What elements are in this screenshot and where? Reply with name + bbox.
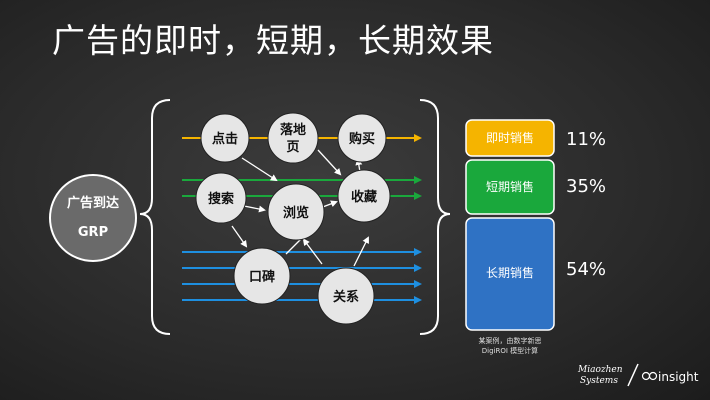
slide-title: 广告的即时，短期，长期效果: [52, 21, 494, 60]
node-click-label: 点击: [212, 131, 238, 147]
arrow-search-to-wom: [231, 225, 248, 248]
effect-short-term-label: 短期销售: [486, 179, 534, 194]
arrow-landing-to-favorite: [317, 149, 342, 176]
node-relation: 关系: [317, 267, 375, 325]
node-favorite-label: 收藏: [351, 189, 377, 205]
logo-miaozhen: Miaozhen Systems: [577, 365, 623, 386]
logo-partner-label: insight: [658, 370, 699, 384]
insight-mark-icon: [641, 371, 658, 381]
arrow-search-to-browse: [243, 205, 266, 213]
arrow-click-to-browse: [241, 157, 278, 182]
node-favorite: 收藏: [337, 169, 391, 223]
logo-insight: insight: [641, 370, 699, 384]
node-buy: 购买: [337, 113, 387, 163]
node-buy-label: 购买: [349, 131, 375, 147]
arrow-relation-to-browse: [302, 238, 323, 265]
node-browse: 浏览: [267, 183, 325, 241]
left-brace: [139, 99, 171, 335]
logo-divider: [627, 363, 639, 387]
node-landing-label-2: 页: [286, 140, 299, 155]
logo-brand-line-1: Miaozhen: [577, 365, 623, 375]
effect-immediate-label: 即时销售: [486, 130, 534, 145]
grp-source-node: 广告到达 GRP: [49, 174, 137, 262]
node-word-of-mouth: 口碑: [233, 247, 291, 305]
node-browse-label: 浏览: [283, 205, 309, 221]
node-search: 搜索: [195, 172, 247, 224]
arrow-relation-to-favorite: [353, 236, 369, 267]
effect-long-term: 长期销售 54%: [465, 217, 606, 331]
node-landing-label-1: 落地: [280, 122, 306, 138]
node-relation-label: 关系: [333, 289, 359, 305]
effect-short-term-percent: 35%: [566, 176, 606, 197]
note-line-1: 某案例，由数字新思: [479, 336, 542, 345]
node-landing-page: 落地 页: [267, 112, 319, 164]
note-line-2: DigiROI 模型计算: [482, 346, 538, 355]
grp-label-top: 广告到达: [67, 195, 119, 211]
effect-immediate-percent: 11%: [566, 129, 606, 150]
effect-long-term-percent: 54%: [566, 259, 606, 280]
effect-immediate: 即时销售 11%: [465, 119, 606, 157]
effect-short-term: 短期销售 35%: [465, 159, 606, 215]
effect-long-term-label: 长期销售: [486, 265, 534, 280]
node-wom-label: 口碑: [249, 269, 275, 285]
node-search-label: 搜索: [208, 191, 234, 207]
node-click: 点击: [200, 113, 250, 163]
right-brace: [419, 99, 451, 335]
logo-brand-line-2: Systems: [580, 376, 618, 386]
grp-label-bottom: GRP: [78, 225, 108, 240]
